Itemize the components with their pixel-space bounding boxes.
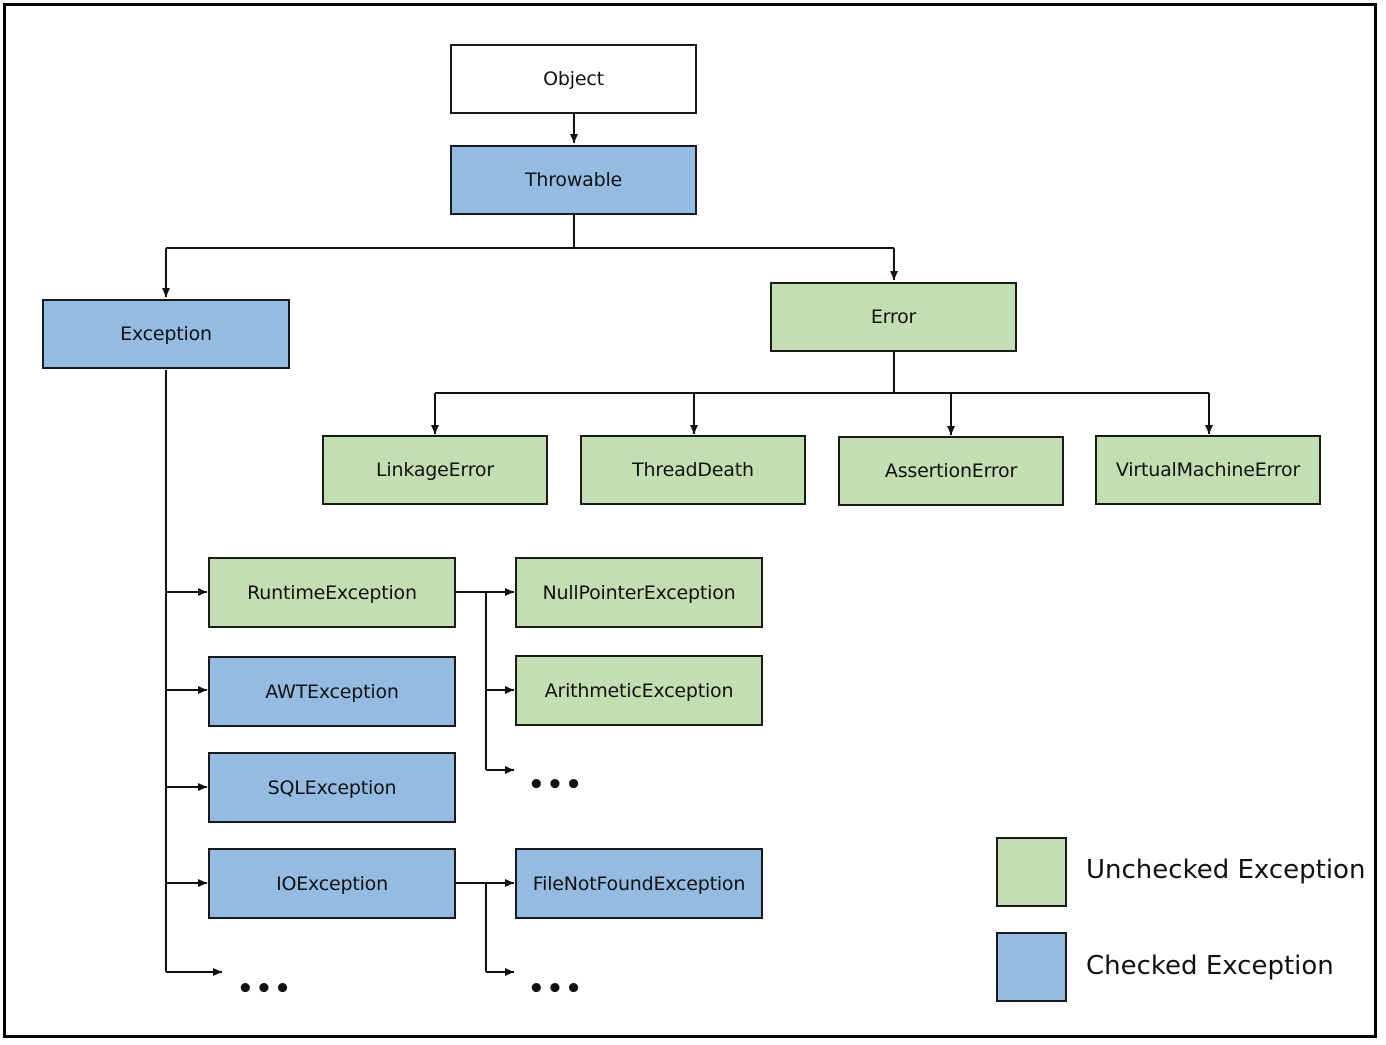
node-awt-exception: AWTException xyxy=(208,656,456,727)
legend-checked-swatch xyxy=(996,932,1067,1002)
node-file-not-found-exception: FileNotFoundException xyxy=(515,848,763,919)
legend-unchecked-label: Unchecked Exception xyxy=(1086,855,1366,885)
node-assertion-error: AssertionError xyxy=(838,436,1064,506)
node-null-pointer-exception-label: NullPointerException xyxy=(542,581,736,604)
node-exception: Exception xyxy=(42,299,290,369)
node-throwable: Throwable xyxy=(450,145,697,215)
node-null-pointer-exception: NullPointerException xyxy=(515,557,763,628)
node-file-not-found-exception-label: FileNotFoundException xyxy=(532,872,746,895)
ellipsis-exception-more: ••• xyxy=(237,974,293,1004)
node-linkage-error-label: LinkageError xyxy=(376,459,494,481)
node-object-label: Object xyxy=(543,68,604,90)
node-virtual-machine-error: VirtualMachineError xyxy=(1095,435,1321,505)
node-io-exception: IOException xyxy=(208,848,456,919)
node-linkage-error: LinkageError xyxy=(322,435,548,505)
node-throwable-label: Throwable xyxy=(524,169,623,191)
node-io-exception-label: IOException xyxy=(276,872,388,895)
ellipsis-io-more: ••• xyxy=(528,974,584,1004)
legend-checked-label: Checked Exception xyxy=(1086,951,1334,981)
node-virtual-machine-error-label: VirtualMachineError xyxy=(1115,459,1301,481)
node-sql-exception: SQLException xyxy=(208,752,456,823)
node-exception-label: Exception xyxy=(120,323,212,345)
node-awt-exception-label: AWTException xyxy=(265,680,399,703)
node-arithmetic-exception: ArithmeticException xyxy=(515,655,763,726)
node-thread-death-label: ThreadDeath xyxy=(632,459,754,481)
diagram-frame xyxy=(3,3,1377,1038)
node-arithmetic-exception-label: ArithmeticException xyxy=(544,679,734,702)
node-runtime-exception-label: RuntimeException xyxy=(247,581,417,604)
node-object: Object xyxy=(450,44,697,114)
node-error-label: Error xyxy=(870,306,917,328)
node-sql-exception-label: SQLException xyxy=(267,776,397,799)
legend-unchecked-swatch xyxy=(996,837,1067,907)
node-thread-death: ThreadDeath xyxy=(580,435,806,505)
node-runtime-exception: RuntimeException xyxy=(208,557,456,628)
ellipsis-runtime-more: ••• xyxy=(528,770,584,800)
node-error: Error xyxy=(770,282,1017,352)
node-assertion-error-label: AssertionError xyxy=(884,460,1018,482)
